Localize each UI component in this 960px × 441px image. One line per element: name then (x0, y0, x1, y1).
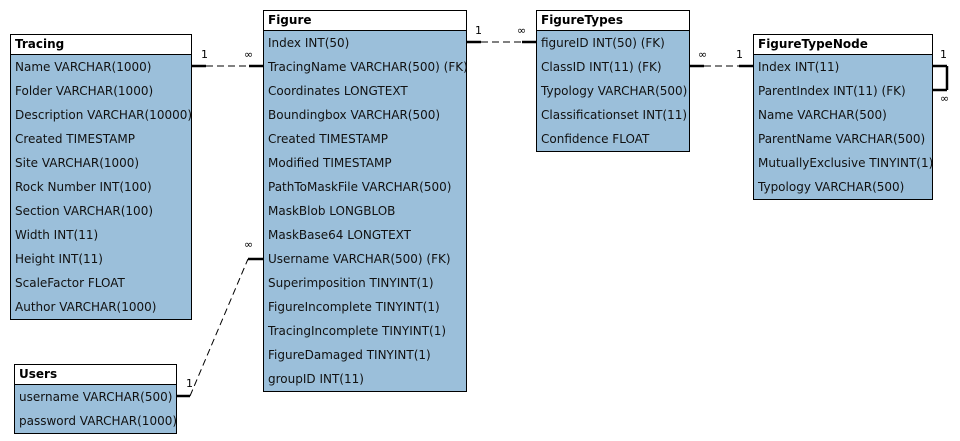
attribute-row: TracingIncomplete TINYINT(1) (268, 324, 447, 338)
entity-title: FigureTypeNode (754, 35, 932, 55)
attribute-row: FigureIncomplete TINYINT(1) (268, 300, 440, 314)
attribute-row: ClassID INT(11) (FK) (541, 60, 662, 74)
attribute-row: MaskBase64 LONGTEXT (268, 228, 412, 242)
attribute-row: Index INT(11) (758, 60, 840, 74)
attribute-row: Author VARCHAR(1000) (15, 300, 157, 314)
attribute-row: Coordinates LONGTEXT (268, 84, 408, 98)
cardinality-label: 1 (736, 48, 743, 61)
attribute-row: Boundingbox VARCHAR(500) (268, 108, 441, 122)
attribute-row: figureID INT(50) (FK) (541, 36, 665, 50)
relationship-tracing-figure: 1 ∞ (192, 48, 263, 68)
entity-figuretypenode[interactable]: FigureTypeNode Index INT(11) ParentIndex … (753, 34, 933, 200)
attribute-row: Created TIMESTAMP (15, 132, 135, 146)
attribute-row: TracingName VARCHAR(500) (FK) (268, 60, 466, 74)
cardinality-label: ∞ (698, 48, 707, 61)
cardinality-label: 1 (186, 377, 193, 390)
cardinality-label: ∞ (517, 24, 526, 37)
attribute-row: Name VARCHAR(1000) (15, 60, 152, 74)
relationship-figuretypenode-self: 1 ∞ (933, 48, 949, 105)
relationship-figure-figuretypes: 1 ∞ (467, 24, 536, 44)
attribute-row: ScaleFactor FLOAT (15, 276, 125, 290)
attribute-row: Superimposition TINYINT(1) (268, 276, 434, 290)
attribute-row: Site VARCHAR(1000) (15, 156, 140, 170)
attribute-row: Width INT(11) (15, 228, 99, 242)
attribute-row: Name VARCHAR(500) (758, 108, 887, 122)
attribute-row: password VARCHAR(1000) (19, 414, 176, 428)
attribute-row: ParentIndex INT(11) (FK) (758, 84, 906, 98)
cardinality-label: 1 (940, 48, 947, 61)
entity-tracing[interactable]: Tracing Name VARCHAR(1000) Folder VARCHAR… (10, 34, 192, 320)
entity-figure[interactable]: Figure Index INT(50) TracingName VARCHAR(… (263, 10, 467, 392)
attribute-row: Classificationset INT(11) (541, 108, 688, 122)
entity-title: Tracing (11, 35, 191, 55)
cardinality-label: 1 (201, 48, 208, 61)
attribute-row: ParentName VARCHAR(500) (758, 132, 926, 146)
entity-title: Figure (264, 11, 466, 31)
attribute-row: MutuallyExclusive TINYINT(1) (758, 156, 932, 170)
attribute-row: Rock Number INT(100) (15, 180, 152, 194)
attribute-row: groupID INT(11) (268, 372, 364, 386)
cardinality-label: ∞ (244, 48, 253, 61)
entity-title: Users (15, 365, 176, 385)
attribute-row: Typology VARCHAR(500) (541, 84, 688, 98)
cardinality-label: 1 (475, 24, 482, 37)
relationship-users-figure: 1 ∞ (177, 238, 263, 398)
attribute-row: FigureDamaged TINYINT(1) (268, 348, 431, 362)
attribute-row: Confidence FLOAT (541, 132, 650, 146)
attribute-row: Folder VARCHAR(1000) (15, 84, 154, 98)
cardinality-label: ∞ (940, 92, 949, 105)
attribute-row: Index INT(50) (268, 36, 350, 50)
entity-users[interactable]: Users username VARCHAR(500) password VARC… (14, 364, 177, 434)
relationship-figuretypes-figuretypenode: ∞ 1 (690, 48, 753, 68)
attribute-row: username VARCHAR(500) (19, 390, 173, 404)
attribute-row: Modified TIMESTAMP (268, 156, 392, 170)
attribute-row: Created TIMESTAMP (268, 132, 388, 146)
entity-title: FigureTypes (537, 11, 689, 31)
attribute-row: MaskBlob LONGBLOB (268, 204, 396, 218)
attribute-row: Typology VARCHAR(500) (758, 180, 905, 194)
attribute-row: Username VARCHAR(500) (FK) (268, 252, 451, 266)
attribute-row: PathToMaskFile VARCHAR(500) (268, 180, 452, 194)
attribute-row: Section VARCHAR(100) (15, 204, 154, 218)
attribute-row: Height INT(11) (15, 252, 103, 266)
cardinality-label: ∞ (244, 238, 253, 251)
attribute-row: Description VARCHAR(10000) (15, 108, 191, 122)
entity-figuretypes[interactable]: FigureTypes figureID INT(50) (FK) ClassID… (536, 10, 690, 152)
